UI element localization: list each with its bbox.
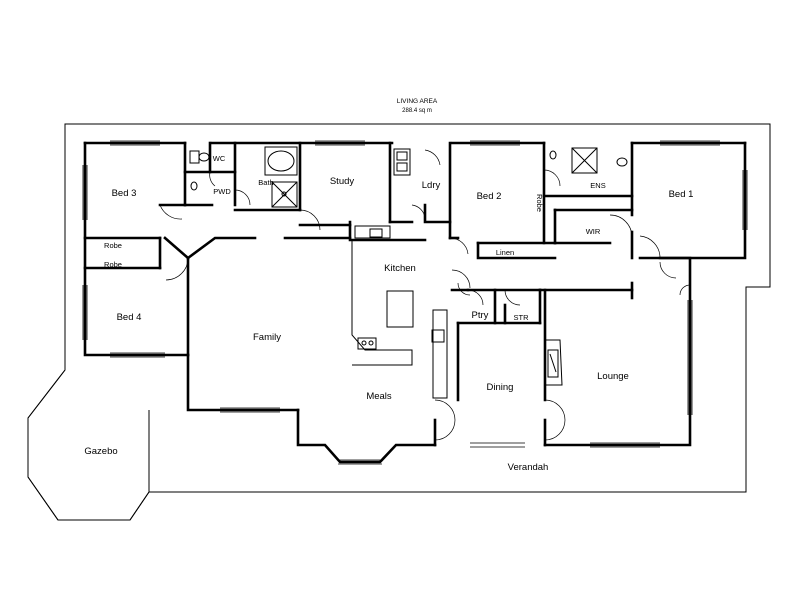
gazebo-outline [27,369,150,521]
door-swings [159,149,691,441]
kitchen-fittings [351,225,448,399]
room-robe-bed4: Robe [104,260,122,269]
room-ldry: Ldry [422,180,441,191]
room-pwd: PWD [213,187,231,196]
room-linen: Linen [496,248,514,257]
room-bath: Bath [258,178,273,187]
plan-title: LIVING AREA [397,98,438,105]
room-study: Study [330,176,355,187]
room-meals: Meals [366,391,392,402]
room-ptry: Ptry [472,310,489,321]
room-wc: WC [213,154,226,163]
room-dining: Dining [487,382,514,393]
room-robe-bed2: Robe [535,194,544,212]
room-robe-bed3: Robe [104,241,122,250]
room-bed1: Bed 1 [669,189,694,200]
room-bed2: Bed 2 [477,191,502,202]
room-lounge: Lounge [597,371,629,382]
room-family: Family [253,332,281,343]
room-wir: WIR [586,227,601,236]
room-gazebo: Gazebo [84,446,117,457]
room-str: STR [514,313,530,322]
fireplace [545,339,563,386]
kitchen-island [386,290,414,328]
room-verandah: Verandah [508,462,549,473]
room-ens: ENS [590,181,605,190]
windows [82,140,748,465]
exterior-walls [83,141,747,464]
internal-walls [83,141,634,447]
room-bed4: Bed 4 [117,312,142,323]
room-labels: Bed 3 Robe Robe Bed 4 WC PWD Bath Study … [84,154,693,473]
bathroom-fittings [189,146,628,208]
room-kitchen: Kitchen [384,263,416,274]
room-bed3: Bed 3 [112,188,137,199]
plan-area: 288.4 sq m [402,108,432,114]
